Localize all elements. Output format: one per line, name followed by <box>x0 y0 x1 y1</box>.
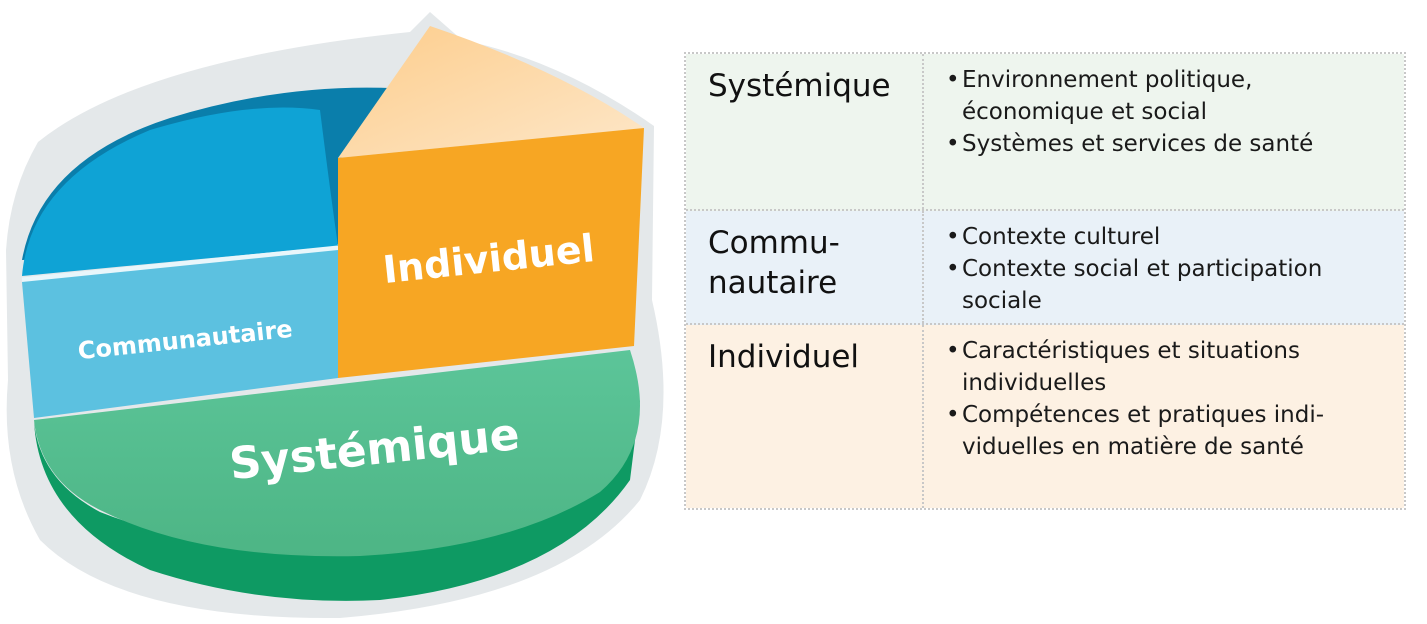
category-systemique: Systémique <box>686 54 924 209</box>
determinants-table: Systémique Environnement politique, écon… <box>684 52 1406 510</box>
category-communautaire: Commu- nautaire <box>686 211 924 323</box>
communautaire-top <box>22 107 338 276</box>
pie-diagram: Individuel Communautaire Systémique <box>6 12 664 619</box>
individuel-top <box>338 26 644 158</box>
table-row-communautaire: Commu- nautaire Contexte culturel Contex… <box>686 211 1404 325</box>
category-individuel: Individuel <box>686 325 924 508</box>
bullet-item: Environnement politique, économique et s… <box>946 64 1396 128</box>
bullet-item: Contexte social et participation sociale <box>946 253 1396 317</box>
individuel-face <box>338 128 644 378</box>
systemique-slice <box>34 350 640 557</box>
bullet-item: Compétences et pratiques indi-viduelles … <box>946 399 1396 463</box>
table-row-systemique: Systémique Environnement politique, écon… <box>686 54 1404 211</box>
bullet-list-communautaire: Contexte culturel Contexte social et par… <box>924 211 1404 323</box>
bullet-item: Systèmes et services de santé <box>946 128 1396 160</box>
bullet-list-systemique: Environnement politique, économique et s… <box>924 54 1404 209</box>
bullet-item: Caractéristiques et situations individue… <box>946 335 1396 399</box>
table-row-individuel: Individuel Caractéristiques et situation… <box>686 325 1404 508</box>
bullet-list-individuel: Caractéristiques et situations individue… <box>924 325 1404 508</box>
bullet-item: Contexte culturel <box>946 221 1396 253</box>
communautaire-face <box>22 250 338 418</box>
systemique-side <box>34 400 640 601</box>
